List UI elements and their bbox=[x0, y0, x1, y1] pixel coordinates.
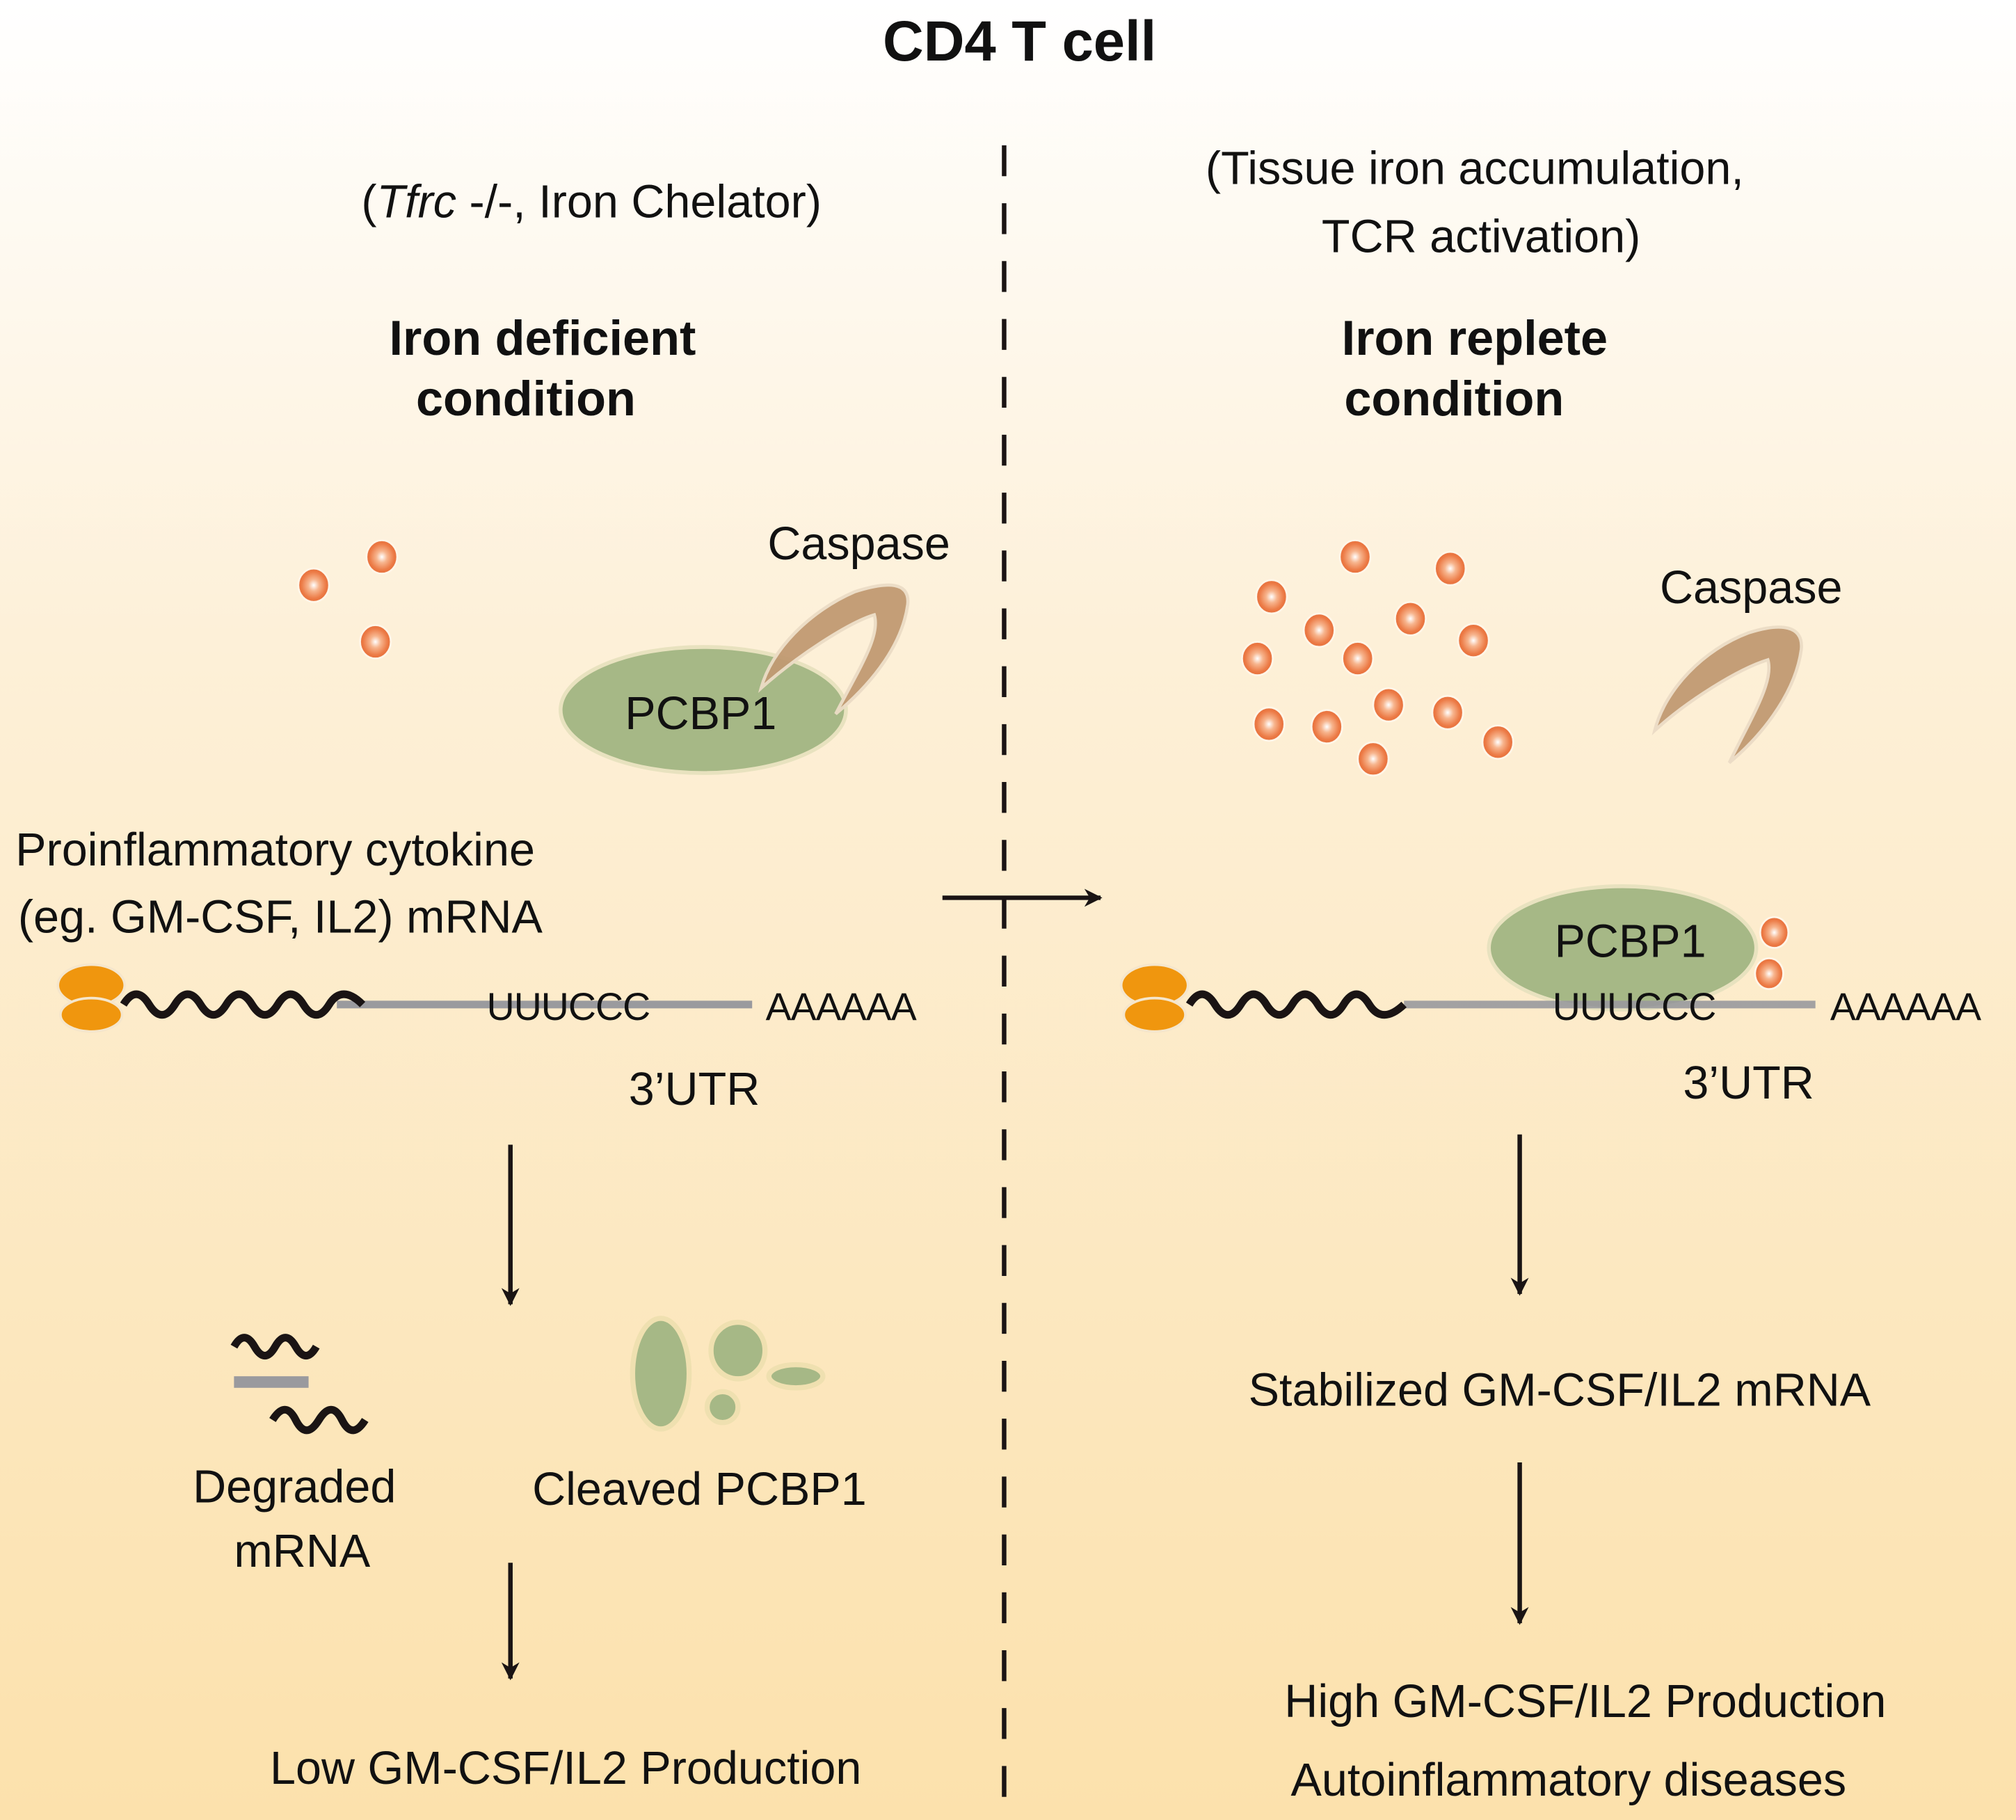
iron-dot bbox=[297, 567, 330, 603]
degraded-label-line1: Degraded bbox=[193, 1461, 396, 1512]
iron-dot bbox=[365, 539, 399, 575]
left-mrna-strand: UUUCCC AAAAAA 3’UTR bbox=[56, 963, 918, 1115]
cleaved-fragment bbox=[704, 1389, 741, 1426]
left-mrna-coding-wave bbox=[120, 990, 366, 1019]
right-mrna-strand: PCBP1 UUUCCC AAAAAA 3’UTR bbox=[1119, 884, 1982, 1109]
iron-dot bbox=[1255, 579, 1288, 615]
cleaved-pcbp1-label: Cleaved PCBP1 bbox=[532, 1464, 867, 1515]
right-heading-line1: Iron replete bbox=[1342, 310, 1608, 365]
degraded-mrna-fragment-bottom bbox=[269, 1405, 369, 1435]
right-condition-note-line1: (Tissue iron accumulation, bbox=[1206, 143, 1744, 194]
right-caspase-label: Caspase bbox=[1660, 562, 1843, 614]
right-utr-label: 3’UTR bbox=[1683, 1057, 1814, 1109]
left-pcbp1-label: PCBP1 bbox=[625, 688, 776, 740]
iron-dot bbox=[1341, 641, 1375, 676]
left-utr-label: 3’UTR bbox=[629, 1064, 760, 1115]
left-ribosome-small bbox=[59, 996, 124, 1033]
iron-dot bbox=[1310, 709, 1343, 744]
left-mrna-label-line1: Proinflammatory cytokine bbox=[15, 824, 535, 876]
iron-dot bbox=[1338, 539, 1372, 575]
left-mrna-label-line2: (eg. GM-CSF, IL2) mRNA bbox=[18, 891, 543, 943]
bound-iron-dot bbox=[1754, 957, 1784, 991]
cleaved-fragment bbox=[630, 1316, 692, 1432]
right-pcbp1-label: PCBP1 bbox=[1554, 916, 1706, 967]
left-condition-note: (Tfrc -/-, Iron Chelator) bbox=[361, 176, 822, 228]
cleaved-fragment bbox=[766, 1362, 826, 1391]
iron-dot bbox=[359, 624, 392, 660]
iron-dot bbox=[1357, 741, 1390, 777]
page-title: CD4 T cell bbox=[883, 10, 1156, 73]
right-caspase-enzyme bbox=[1651, 625, 1803, 765]
iron-dot bbox=[1372, 687, 1405, 723]
right-mrna-coding-wave bbox=[1185, 990, 1407, 1019]
left-polya-tail: AAAAAA bbox=[766, 985, 917, 1028]
left-condition-note-gene: Tfrc bbox=[377, 176, 457, 228]
degraded-label-line2: mRNA bbox=[234, 1526, 370, 1577]
iron-dot bbox=[1434, 550, 1467, 586]
iron-dot bbox=[1252, 706, 1286, 742]
left-caspase-label: Caspase bbox=[767, 518, 950, 570]
cleaved-fragment bbox=[708, 1319, 768, 1382]
left-outcome: Low GM-CSF/IL2 Production bbox=[270, 1743, 861, 1794]
left-heading-line2: condition bbox=[416, 371, 636, 426]
right-outcome-line2: Autoinflammatory diseases bbox=[1291, 1755, 1847, 1806]
iron-dot bbox=[1481, 724, 1514, 760]
degraded-mrna-icon bbox=[230, 1334, 369, 1435]
left-motif-uuuccc: UUUCCC bbox=[487, 985, 650, 1028]
iron-dot bbox=[1302, 612, 1336, 648]
iron-dot bbox=[1393, 600, 1427, 637]
right-panel: (Tissue iron accumulation, TCR activatio… bbox=[1119, 143, 1982, 1806]
right-motif-uuuccc: UUUCCC bbox=[1553, 985, 1716, 1028]
left-panel: (Tfrc -/-, Iron Chelator) Iron deficient… bbox=[15, 176, 950, 1794]
right-ribosome-small bbox=[1122, 996, 1187, 1033]
iron-dot bbox=[1457, 623, 1490, 659]
degraded-mrna-fragment-bar bbox=[234, 1376, 309, 1388]
left-heading-line1: Iron deficient bbox=[389, 310, 696, 365]
stabilized-mrna-label: Stabilized GM-CSF/IL2 mRNA bbox=[1249, 1365, 1871, 1416]
right-heading-line2: condition bbox=[1344, 371, 1564, 426]
bound-iron-dot bbox=[1759, 916, 1790, 949]
iron-dot bbox=[1240, 641, 1274, 676]
degraded-mrna-fragment-top bbox=[230, 1334, 320, 1360]
left-condition-note-rest: -/-, Iron Chelator) bbox=[456, 176, 822, 228]
right-polya-tail: AAAAAA bbox=[1830, 985, 1981, 1028]
right-condition-note-line2: TCR activation) bbox=[1322, 211, 1640, 262]
right-pcbp1-protein bbox=[1487, 884, 1759, 1012]
cleaved-pcbp1-icon bbox=[630, 1316, 826, 1432]
left-condition-note-open: ( bbox=[361, 176, 376, 228]
left-caspase-enzyme bbox=[758, 583, 910, 715]
iron-dot bbox=[1431, 694, 1464, 731]
left-iron-dots bbox=[297, 539, 399, 660]
right-iron-dots bbox=[1240, 539, 1514, 777]
right-outcome-line1: High GM-CSF/IL2 Production bbox=[1284, 1676, 1886, 1727]
